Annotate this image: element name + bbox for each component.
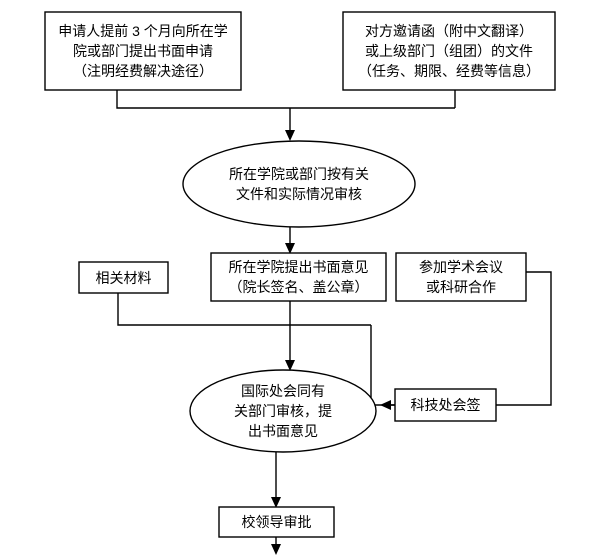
node-shape-college-written-opinion[interactable] <box>210 252 387 302</box>
arrowhead-into-leader-approval <box>271 497 281 508</box>
connector-layer <box>116 90 552 555</box>
connector-signoff-to-bus <box>370 325 395 406</box>
node-shape-college-review[interactable] <box>182 140 416 228</box>
node-shape-layer <box>44 11 556 538</box>
arrowhead-leader-approval-out <box>271 544 281 555</box>
node-shape-school-leader-approval[interactable] <box>218 506 335 538</box>
arrowhead-into-written-opinion <box>285 243 295 254</box>
node-shape-academic-conference[interactable] <box>395 252 527 302</box>
arrowhead-into-college-review <box>285 130 295 141</box>
arrowhead-into-signoff <box>380 400 391 410</box>
node-shape-invitation-letter[interactable] <box>342 11 556 91</box>
arrowhead-into-international-office <box>285 360 295 371</box>
node-shape-applicant-request[interactable] <box>44 11 242 91</box>
node-shape-international-office-review[interactable] <box>189 369 377 453</box>
node-shape-science-tech-signoff[interactable] <box>394 388 497 422</box>
connector-applicant-request-to-merge <box>116 90 455 109</box>
connector-related-materials-down <box>117 293 371 326</box>
node-shape-related-materials[interactable] <box>78 261 169 294</box>
